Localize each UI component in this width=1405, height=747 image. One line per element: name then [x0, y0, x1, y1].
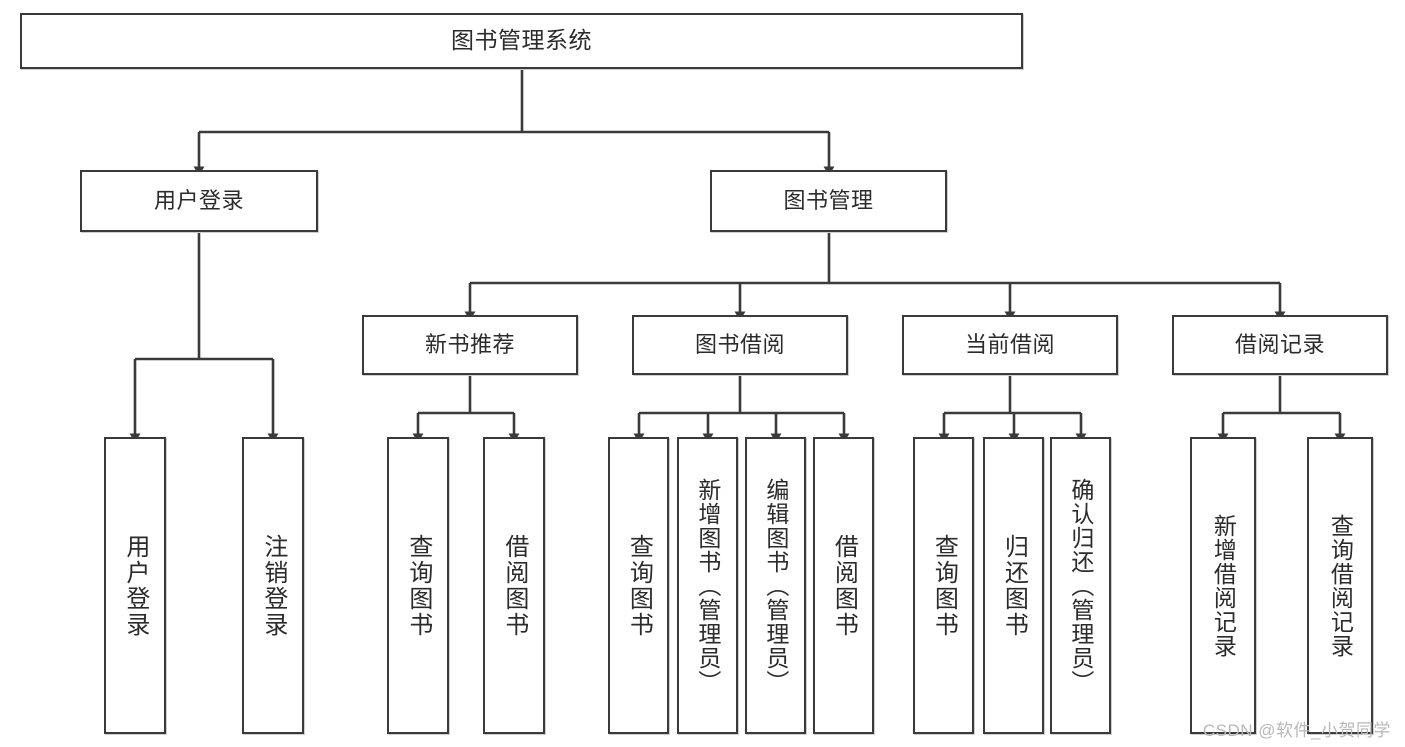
node-label: 图书管理系统 [451, 27, 592, 54]
node-label: 查询图书 [404, 533, 432, 638]
node-leaf-user-login[interactable]: 用户登录 [104, 437, 166, 734]
node-leaf-logout[interactable]: 注销登录 [242, 437, 304, 734]
node-leaf-borrow-book-1[interactable]: 借阅图书 [483, 437, 545, 734]
node-new-book-recommend[interactable]: 新书推荐 [362, 315, 578, 375]
node-label: 查询借阅记录 [1327, 513, 1354, 658]
node-label: 借阅图书 [500, 533, 528, 638]
node-label: 归还图书 [1000, 533, 1028, 638]
node-root[interactable]: 图书管理系统 [20, 13, 1023, 69]
node-label: 注销登录 [259, 533, 287, 638]
node-book-management[interactable]: 图书管理 [710, 170, 947, 232]
node-label: 用户登录 [153, 188, 244, 214]
node-label: 编辑图书（管理员） [762, 477, 789, 694]
node-leaf-query-book-3[interactable]: 查询图书 [913, 437, 974, 734]
node-label: 查询图书 [930, 533, 958, 638]
node-label: 借阅记录 [1234, 332, 1325, 358]
node-user-login[interactable]: 用户登录 [80, 170, 318, 232]
node-leaf-return-book[interactable]: 归还图书 [983, 437, 1044, 734]
node-borrow-record[interactable]: 借阅记录 [1172, 315, 1388, 375]
node-label: 借阅图书 [830, 533, 858, 638]
node-label: 新增借阅记录 [1210, 513, 1237, 658]
node-leaf-add-book[interactable]: 新增图书（管理员） [677, 437, 738, 734]
node-leaf-query-borrow-record[interactable]: 查询借阅记录 [1307, 437, 1373, 734]
node-leaf-edit-book[interactable]: 编辑图书（管理员） [745, 437, 806, 734]
node-leaf-borrow-book-2[interactable]: 借阅图书 [813, 437, 874, 734]
node-leaf-add-borrow-record[interactable]: 新增借阅记录 [1190, 437, 1256, 734]
node-label: 图书管理 [783, 188, 874, 214]
node-label: 新增图书（管理员） [694, 477, 721, 694]
node-label: 查询图书 [625, 533, 653, 638]
node-label: 图书借阅 [694, 332, 785, 358]
node-label: 确认归还（管理员） [1067, 477, 1094, 694]
node-label: 当前借阅 [964, 332, 1055, 358]
node-leaf-confirm-return[interactable]: 确认归还（管理员） [1050, 437, 1111, 734]
node-book-borrow[interactable]: 图书借阅 [632, 315, 848, 375]
node-label: 新书推荐 [424, 332, 515, 358]
node-label: 用户登录 [121, 533, 149, 638]
node-leaf-query-book-2[interactable]: 查询图书 [608, 437, 669, 734]
csdn-watermark: CSDN @软件_小贺同学 [1202, 721, 1391, 740]
node-current-borrow[interactable]: 当前借阅 [902, 315, 1118, 375]
node-leaf-query-book-1[interactable]: 查询图书 [387, 437, 449, 734]
